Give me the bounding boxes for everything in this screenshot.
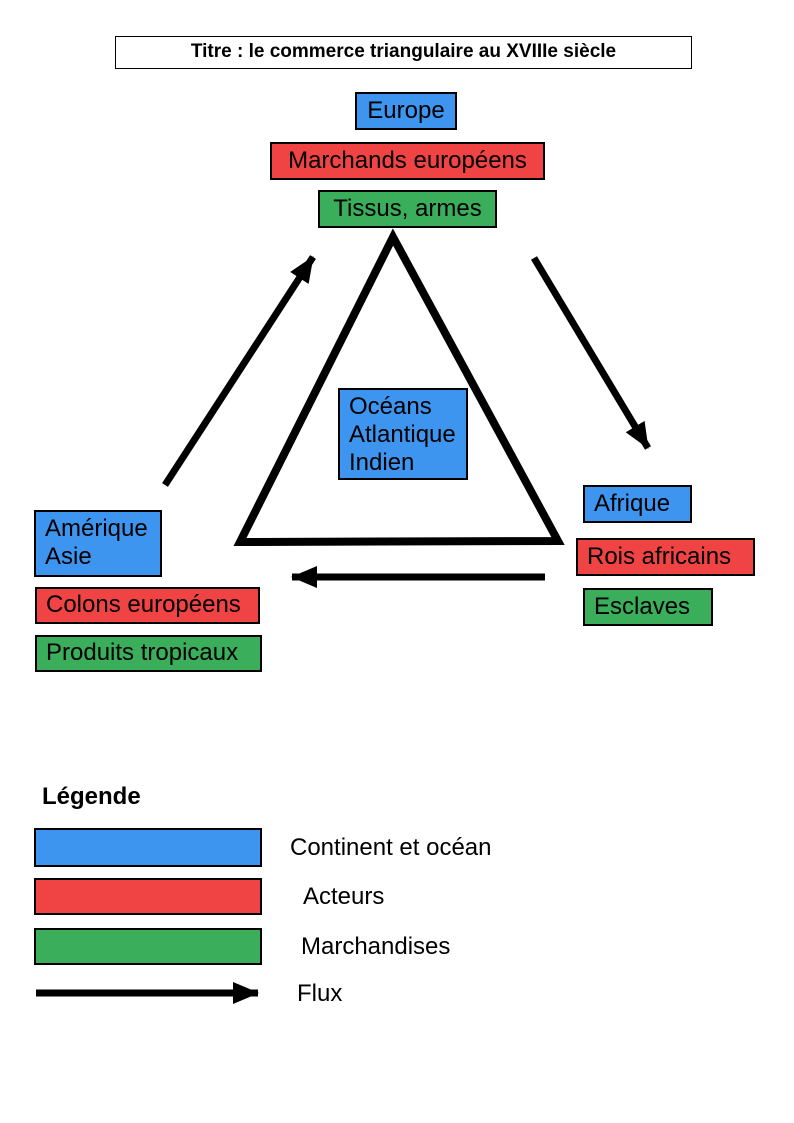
- legend-heading: Légende: [42, 783, 141, 810]
- node-continent-afrique: Afrique: [583, 485, 692, 523]
- trade-triangle-outline: [233, 228, 565, 547]
- node-actors-rois-africains: Rois africains: [576, 538, 755, 576]
- amerique-line-2: Asie: [45, 543, 92, 570]
- oceans-line-3: Indien: [349, 449, 415, 476]
- legend-swatch-continent-ocean: [34, 828, 262, 867]
- node-continent-amerique-asie: Amérique Asie: [34, 510, 162, 577]
- node-goods-tissus-armes: Tissus, armes: [318, 190, 497, 228]
- node-goods-produits-tropicaux: Produits tropicaux: [35, 635, 262, 672]
- node-oceans: Océans Atlantique Indien: [338, 388, 468, 480]
- oceans-line-2: Atlantique: [349, 421, 456, 448]
- amerique-line-1: Amérique: [45, 515, 148, 542]
- flux-arrow-america-to-europe: [162, 255, 316, 487]
- legend-label-continent-ocean: Continent et océan: [290, 833, 492, 861]
- legend-label-flux: Flux: [297, 979, 343, 1007]
- legend-swatch-marchandises: [34, 928, 262, 965]
- oceans-line-1: Océans: [349, 393, 432, 420]
- node-actors-colons-europeens: Colons européens: [35, 587, 260, 624]
- node-continent-europe: Europe: [355, 92, 457, 130]
- legend-swatch-acteurs: [34, 878, 262, 915]
- legend-label-marchandises: Marchandises: [301, 932, 451, 960]
- node-actors-marchands-europeens: Marchands européens: [270, 142, 545, 180]
- diagram-title: Titre : le commerce triangulaire au XVII…: [115, 36, 692, 69]
- legend-label-acteurs: Acteurs: [303, 882, 385, 910]
- flux-arrow-europe-to-africa: [530, 256, 652, 450]
- node-goods-esclaves: Esclaves: [583, 588, 713, 626]
